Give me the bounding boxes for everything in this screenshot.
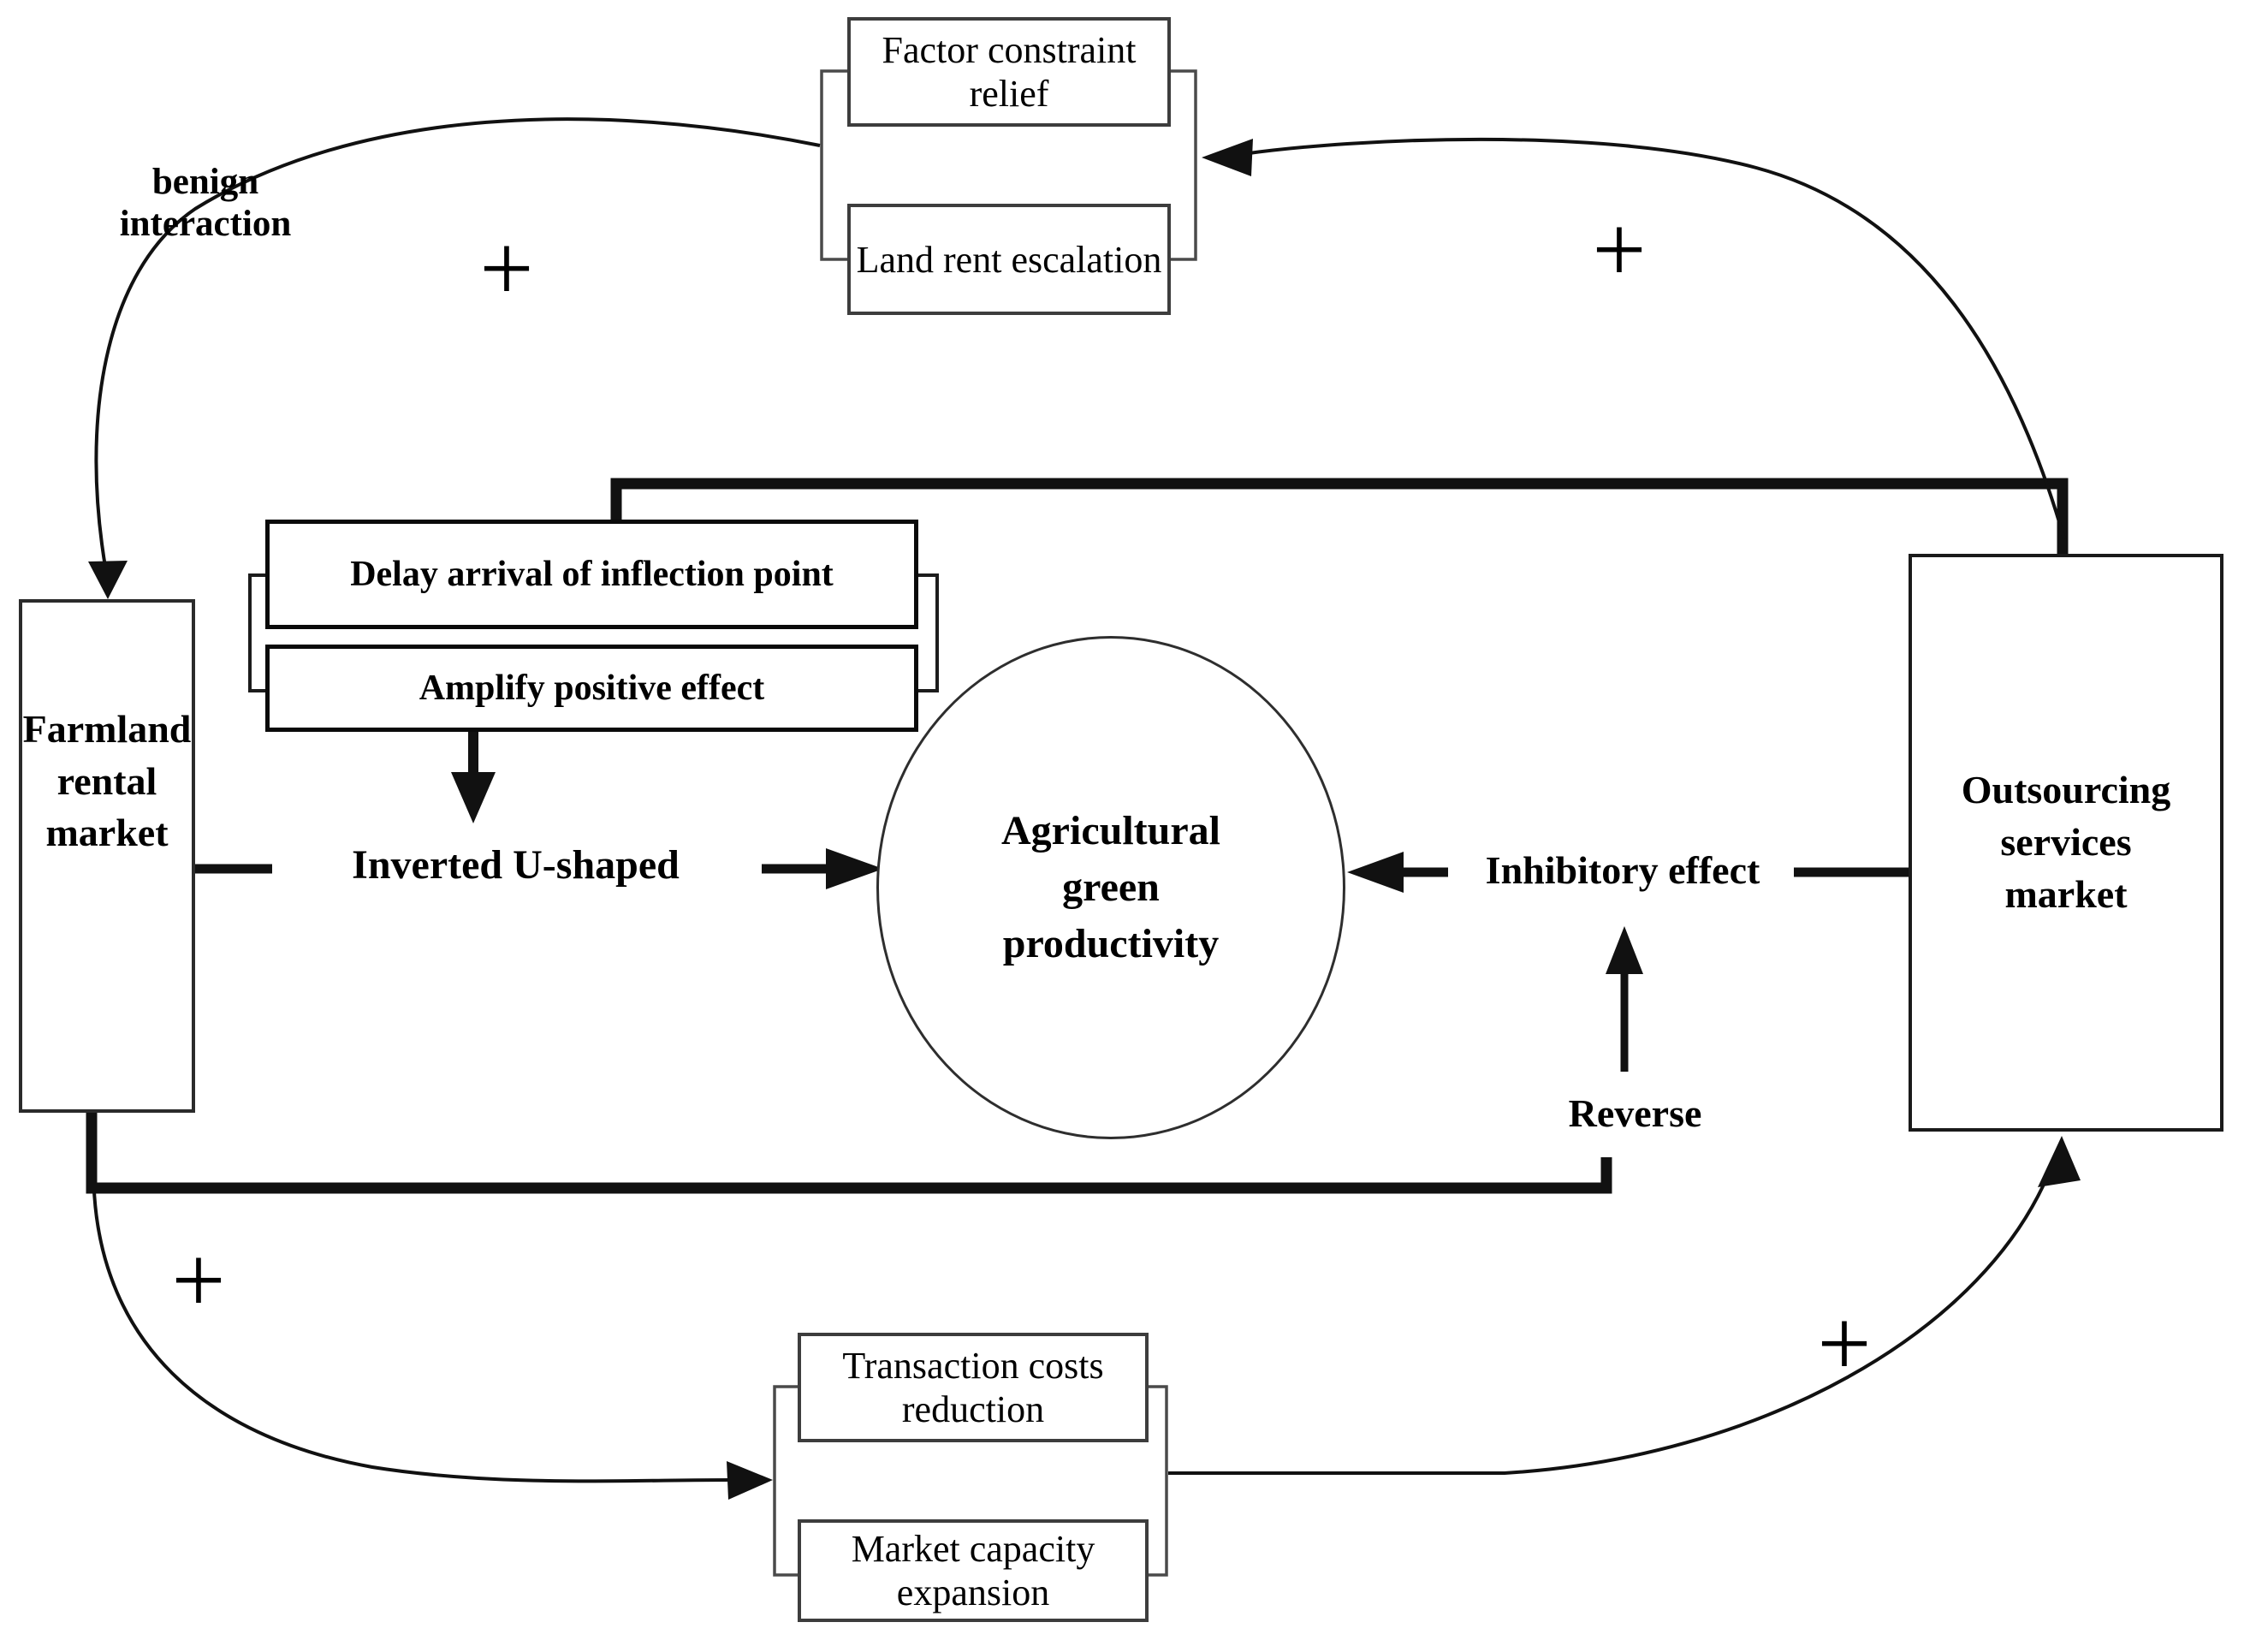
farmland-rental-market-label: Farmland rental market <box>22 707 192 855</box>
farmland-to-bottom-bracket-curve <box>92 1191 730 1483</box>
outsourcing-bottom-arrowhead-icon <box>2038 1136 2081 1187</box>
factor-constraint-relief-box: Factor constraint relief <box>847 17 1171 127</box>
market-capacity-label: Market capacity expansion <box>851 1528 1095 1613</box>
agricultural-green-productivity-label: Agricultural green productivity <box>1001 807 1220 967</box>
moderator-down-arrowhead-icon <box>451 772 496 823</box>
market-capacity-box: Market capacity expansion <box>798 1519 1149 1622</box>
bottom-bracket-to-outsourcing-curve <box>1168 1159 2056 1475</box>
farmland-rental-market-box: Farmland rental market <box>19 599 195 1113</box>
plus-sign-top-right: + <box>1592 197 1647 303</box>
transaction-costs-box: Transaction costs reduction <box>798 1333 1149 1442</box>
benign-curve-arrowhead-icon <box>88 561 128 599</box>
amplify-positive-effect-box: Amplify positive effect <box>265 645 918 732</box>
transaction-costs-label: Transaction costs reduction <box>842 1345 1104 1430</box>
outsourcing-services-market-box: Outsourcing services market <box>1909 554 2223 1132</box>
outsourcing-to-moderators-connector <box>610 478 2069 554</box>
invertedu-arrowhead-icon <box>826 848 883 889</box>
benign-interaction-curve <box>94 117 821 573</box>
factor-constraint-relief-label: Factor constraint relief <box>882 29 1137 115</box>
outsourcing-services-market-label: Outsourcing services market <box>1961 768 2171 916</box>
amplify-positive-effect-label: Amplify positive effect <box>419 669 765 708</box>
plus-sign-top-left: + <box>479 216 534 322</box>
inhibitory-arrowhead-icon <box>1347 852 1404 893</box>
top-bracket-arrowhead-icon <box>1202 139 1253 176</box>
outsourcing-to-top-bracket-curve <box>1242 137 2066 540</box>
reverse-arrowhead-icon <box>1606 926 1643 974</box>
delay-inflection-label: Delay arrival of inflection point <box>350 555 834 594</box>
inverted-u-shaped-label: Inverted U-shaped <box>352 842 680 888</box>
delay-inflection-box: Delay arrival of inflection point <box>265 520 918 629</box>
farmland-to-reverse-connector <box>86 1113 1612 1194</box>
land-rent-escalation-label: Land rent escalation <box>856 238 1162 281</box>
agricultural-green-productivity-circle: Agricultural green productivity <box>876 636 1345 1139</box>
reverse-label: Reverse <box>1568 1091 1702 1135</box>
bottom-bracket-arrowhead-icon <box>727 1461 773 1500</box>
plus-sign-bottom-right: + <box>1817 1291 1872 1397</box>
benign-interaction-label: benign interaction <box>119 162 292 244</box>
plus-sign-bottom-left: + <box>171 1227 226 1334</box>
inhibitory-effect-label: Inhibitory effect <box>1485 848 1760 892</box>
land-rent-escalation-box: Land rent escalation <box>847 204 1171 315</box>
